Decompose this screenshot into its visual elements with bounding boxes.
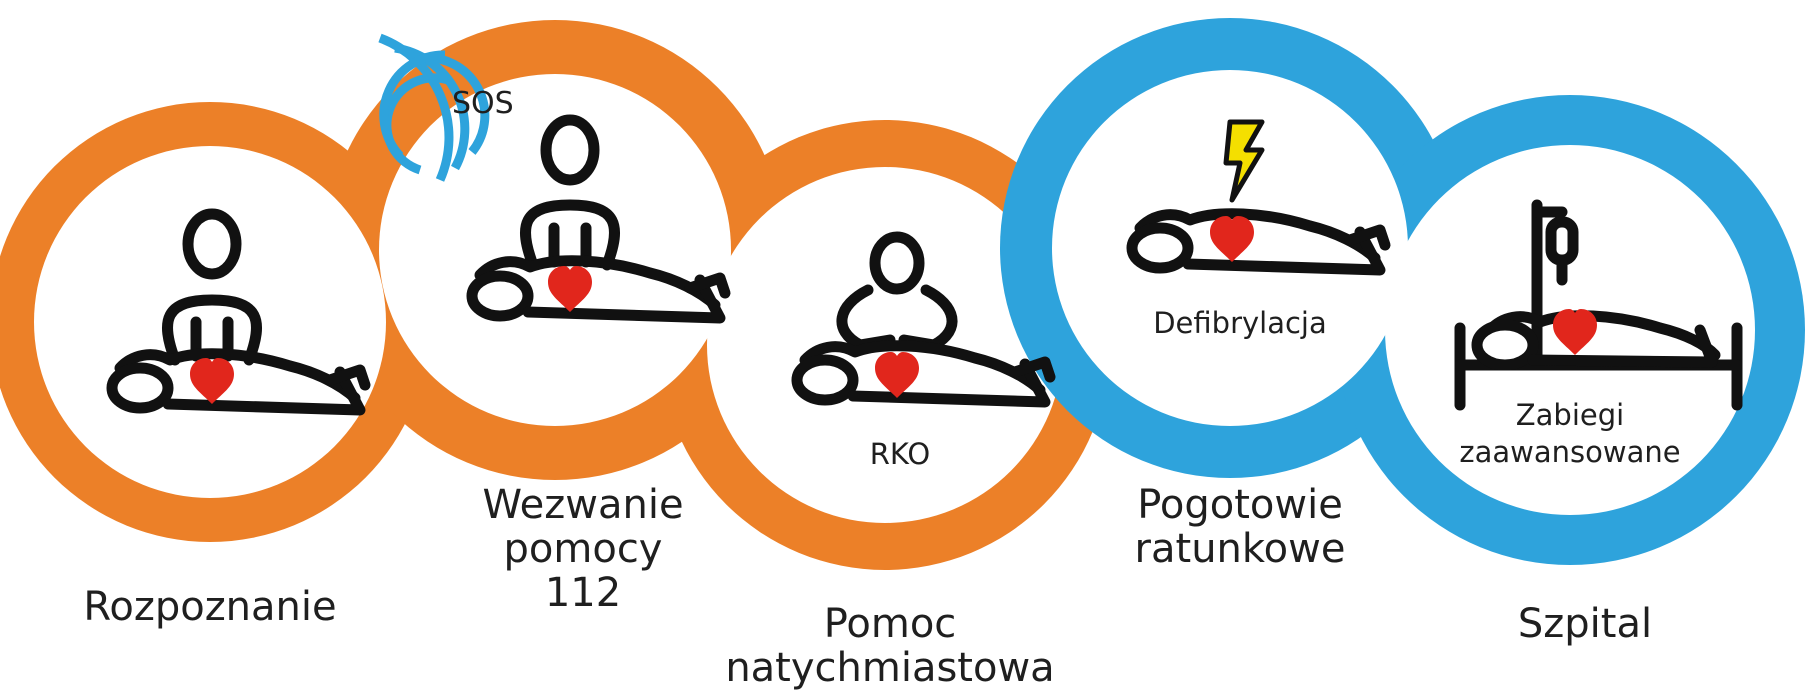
defibrillation-inner-label: Defibrylacja (1153, 306, 1327, 340)
cpr-illustration: RKO (791, 231, 1056, 471)
blue-ring-group (1000, 18, 1805, 565)
call-caption-line3: 112 (545, 570, 621, 616)
ems-caption-line1: Pogotowie (1137, 482, 1343, 528)
hospital-caption: Szpital (1518, 601, 1652, 647)
sos-label: SOS (452, 86, 514, 121)
heart-icon (190, 358, 234, 404)
ems-illustration: Defibrylacja (1126, 119, 1391, 340)
lightning-bolt-icon (1223, 119, 1265, 203)
heart-icon (1553, 309, 1597, 355)
patient-lying-icon (791, 340, 1056, 408)
recognition-illustration (106, 208, 371, 416)
iv-drip-icon (1531, 199, 1579, 366)
call-caption-line1: Wezwanie (482, 482, 683, 528)
radio-waves-icon (378, 33, 490, 182)
patient-lying-icon (466, 255, 731, 324)
heart-icon (875, 352, 919, 398)
patient-lying-icon (106, 348, 371, 416)
heart-icon (1210, 216, 1254, 262)
cpr-inner-label: RKO (870, 437, 930, 471)
hospital-inner-label-line2: zaawansowane (1459, 435, 1680, 469)
call-illustration: SOS (378, 33, 731, 324)
captions: Rozpoznanie Wezwanie pomocy 112 Pomoc na… (83, 482, 1652, 691)
rescuer-kneeling-icon (162, 208, 262, 366)
hospital-illustration: Zabiegi zaawansowane (1454, 199, 1743, 469)
ems-caption-line2: ratunkowe (1135, 526, 1346, 572)
hospital-inner-label-line1: Zabiegi (1516, 398, 1624, 432)
recognition-caption: Rozpoznanie (83, 584, 336, 630)
heart-icon (548, 266, 592, 312)
patient-lying-icon (1126, 208, 1391, 276)
cpr-caption-line1: Pomoc (824, 601, 957, 647)
call-caption-line2: pomocy (504, 526, 663, 572)
cpr-caption-line2: natychmiastowa (725, 645, 1054, 691)
